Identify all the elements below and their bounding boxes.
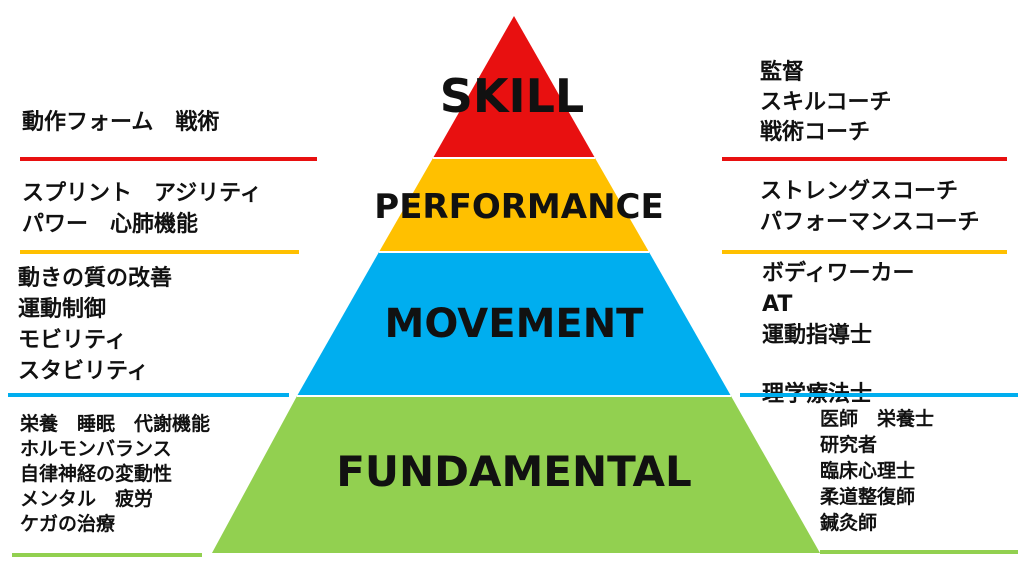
- pyramid-tier-skill: [433, 16, 595, 158]
- tier-label-fundamental: FUNDAMENTAL: [336, 447, 692, 496]
- list-item: メンタル 疲労: [20, 488, 154, 510]
- tier-label-skill: SKILL: [440, 69, 585, 123]
- list-item: 自律神経の変動性: [20, 463, 173, 485]
- list-item: 運動制御: [18, 297, 107, 322]
- list-item: ストレングスコーチ: [760, 179, 959, 204]
- pyramid-tier-performance: [379, 158, 649, 252]
- right-skill-list: 監督 スキルコーチ 戦術コーチ: [760, 58, 892, 148]
- divider-fundamental-left: [12, 553, 202, 557]
- list-item: モビリティ: [18, 328, 127, 353]
- list-item: ボディワーカー: [762, 261, 915, 286]
- list-item: 監督: [760, 60, 805, 85]
- divider-movement-left: [8, 393, 289, 397]
- right-fundamental-list: 医師 栄養士 研究者 臨床心理士 柔道整復師 鍼灸師: [820, 406, 934, 536]
- divider-fundamental-right: [820, 550, 1018, 554]
- divider-performance-left: [20, 250, 299, 254]
- right-performance-list: ストレングスコーチ パフォーマンスコーチ: [760, 176, 980, 238]
- list-item: 臨床心理士: [820, 460, 916, 482]
- pyramid-tier-fundamental: [212, 396, 820, 553]
- divider-skill-left: [20, 157, 317, 161]
- list-item: 医師 栄養士: [820, 408, 935, 430]
- left-fundamental-list: 栄養 睡眠 代謝機能 ホルモンバランス 自律神経の変動性 メンタル 疲労 ケガの…: [20, 412, 210, 537]
- list-item: 鍼灸師: [820, 512, 878, 534]
- list-item: スキルコーチ: [760, 90, 892, 115]
- list-item: スタビリティ: [18, 359, 149, 384]
- left-skill-list: 動作フォーム 戦術: [22, 108, 219, 138]
- list-item: 戦術コーチ: [760, 120, 871, 145]
- divider-movement-right: [740, 393, 1018, 397]
- list-item: ケガの治療: [20, 513, 116, 535]
- list-item: AT: [762, 292, 793, 317]
- list-item: 柔道整復師: [820, 486, 916, 508]
- list-item: パワー 心肺機能: [22, 212, 199, 237]
- list-item: 動きの質の改善: [18, 266, 173, 291]
- right-movement-list: ボディワーカー AT 運動指導士: [762, 258, 914, 351]
- list-item: 動作フォーム 戦術: [22, 110, 220, 135]
- list-item: ホルモンバランス: [20, 438, 172, 460]
- tier-label-movement: MOVEMENT: [385, 301, 645, 347]
- list-item: スプリント アジリティ: [22, 181, 262, 206]
- list-item: パフォーマンスコーチ: [760, 210, 980, 235]
- divider-performance-right: [722, 250, 1007, 254]
- list-item: 運動指導士: [762, 323, 873, 348]
- left-performance-list: スプリント アジリティ パワー 心肺機能: [22, 178, 262, 240]
- left-movement-list: 動きの質の改善 運動制御 モビリティ スタビリティ: [18, 263, 172, 387]
- list-item: 栄養 睡眠 代謝機能: [20, 413, 211, 435]
- pyramid-tier-movement: [297, 252, 731, 396]
- list-item: 研究者: [820, 434, 878, 456]
- tier-label-performance: PERFORMANCE: [374, 187, 663, 227]
- divider-skill-right: [722, 157, 1007, 161]
